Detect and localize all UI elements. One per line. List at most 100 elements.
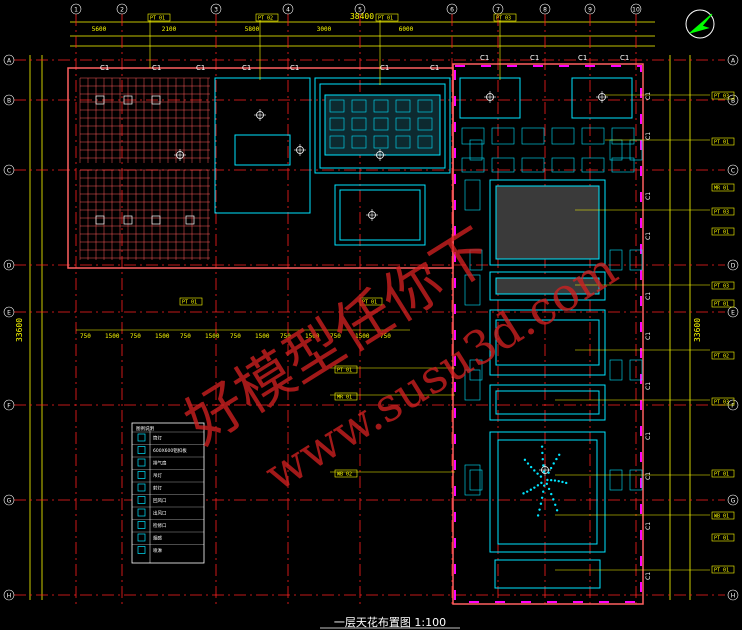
column-tag: C1 (290, 64, 299, 72)
legend-label: 600X600铝扣板 (153, 447, 187, 454)
material-tag: PT 01 (714, 472, 729, 478)
cross-icon (137, 483, 146, 492)
legend-label: 射灯 (153, 485, 162, 492)
top-dimension: 2100 (162, 26, 177, 33)
material-tag: PT 01 (714, 568, 729, 574)
mid-dimension: 750 (230, 333, 241, 340)
legend-label: 出风口 (153, 510, 167, 517)
top-axis-label: 6 (450, 7, 454, 14)
legend-label: 筒灯 (153, 435, 162, 442)
top-dimension: 5600 (92, 26, 107, 33)
left-axis-label: H (7, 593, 12, 600)
mid-dimension: 1500 (355, 333, 370, 340)
right-axis-label: F (731, 403, 735, 410)
legend-label: 检修口 (153, 522, 167, 529)
legend-label: 回风口 (153, 498, 167, 504)
top-axis-label: 4 (286, 7, 290, 14)
sq-icon (137, 521, 146, 529)
leader-lines (149, 20, 710, 571)
material-tag: WB 01 (714, 514, 729, 520)
material-tag: PT 01 (362, 300, 377, 306)
fan-icon (137, 508, 146, 517)
material-tag: PT 01 (714, 302, 729, 308)
mid-dimension: 750 (180, 333, 191, 340)
top-overall-dim: 38400 (350, 12, 374, 21)
legend-title: 图例说明 (136, 425, 154, 432)
mid-dimension: 1500 (205, 333, 220, 340)
mid-dimension: 1500 (155, 333, 170, 340)
top-axis-label: 5 (358, 7, 362, 14)
plus-icon (137, 546, 146, 554)
material-tag: PT 01 (150, 16, 165, 22)
material-tag: MR 01 (714, 186, 729, 192)
legend-label: 排气扇 (153, 460, 167, 467)
dot-icon (137, 533, 146, 542)
left-axis-label: C (7, 168, 11, 175)
material-tag: PT 01 (714, 536, 729, 542)
column-tag: C1 (645, 382, 652, 390)
top-axis-label: 10 (632, 7, 640, 14)
column-tag: C1 (645, 432, 652, 440)
coffer-grids (329, 99, 643, 496)
dimension-lines (29, 21, 691, 600)
top-axis-label: 3 (214, 7, 218, 14)
column-tag: C1 (530, 54, 539, 62)
left-overall-dim: 33600 (15, 318, 24, 342)
material-tags: PT 01 PT 02 PT 01 PT 03 PT 03 PT 01 MR 01 PT 03… (147, 13, 735, 574)
column-tag: C1 (645, 132, 652, 140)
spot-icon (137, 433, 146, 442)
top-dimension: 6000 (399, 26, 414, 33)
material-tag: PT 02 (258, 16, 273, 22)
column-tag: C1 (645, 522, 652, 530)
column-tag: C1 (196, 64, 205, 72)
material-tag: PT 03 (714, 210, 729, 216)
mid-dimension: 1500 (305, 333, 320, 340)
mid-dimension: 750 (80, 333, 91, 340)
column-tag: C1 (645, 192, 652, 200)
box-icon (137, 458, 146, 467)
column-tag: C1 (645, 232, 652, 240)
north-arrow-icon (685, 9, 715, 39)
top-axis-label: 7 (496, 7, 500, 14)
right-axis-label: C (731, 168, 735, 175)
material-tag: WB 02 (337, 472, 352, 478)
column-tag: C1 (645, 332, 652, 340)
right-axis-label: E (731, 310, 735, 317)
right-axis-label: D (731, 263, 736, 270)
left-axis-label: A (7, 58, 12, 65)
right-axis-label: A (731, 58, 736, 65)
ceiling-panels (214, 77, 633, 589)
left-axis-label: D (7, 263, 12, 270)
column-tag: C1 (645, 472, 652, 480)
legend-label: 吊灯 (153, 472, 162, 479)
top-axis-label: 1 (74, 7, 78, 14)
material-tag: PT 03 (714, 94, 729, 100)
material-tag: PT 01 (714, 230, 729, 236)
material-tag: PT 01 (182, 300, 197, 306)
light-fixtures (174, 91, 608, 517)
left-axis-label: F (7, 403, 11, 410)
vent-icon (137, 496, 146, 504)
column-tag: C1 (645, 292, 652, 300)
column-tag: C1 (480, 54, 489, 62)
right-axis-label: G (731, 498, 736, 505)
legend-label: 喷淋 (153, 547, 162, 554)
top-axis-label: 2 (120, 7, 124, 14)
material-tag: PT 03 (714, 400, 729, 406)
mid-dimension: 750 (330, 333, 341, 340)
right-overall-dim: 33600 (693, 318, 702, 342)
material-tag: PT 01 (378, 16, 393, 22)
material-tag: PT 03 (714, 284, 729, 290)
column-tag: C1 (152, 64, 161, 72)
mid-dimension: 1500 (105, 333, 120, 340)
material-tag: MR 01 (337, 395, 352, 401)
top-axis-label: 8 (543, 7, 547, 14)
left-axis-label: B (7, 98, 11, 105)
building-outline (67, 63, 644, 605)
column-tag: C1 (620, 54, 629, 62)
